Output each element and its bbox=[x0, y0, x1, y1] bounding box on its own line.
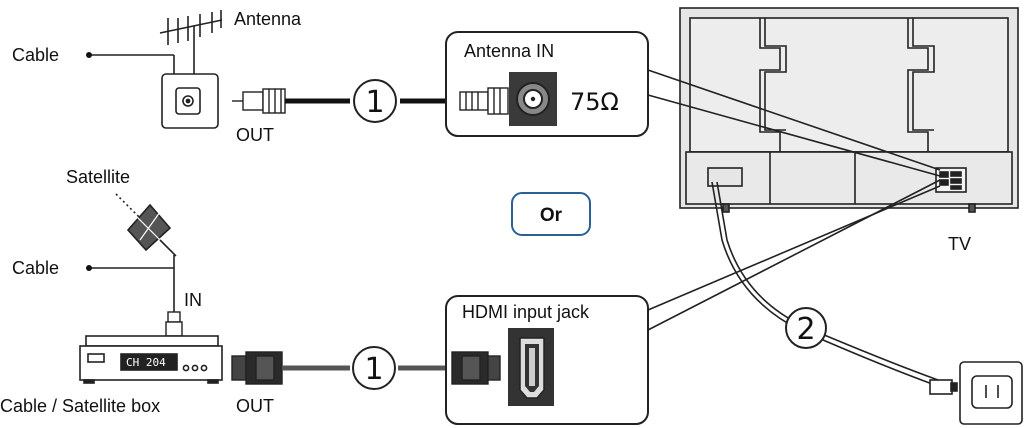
coax-connector-icon bbox=[232, 88, 286, 114]
wall-outlet-icon bbox=[959, 361, 1023, 425]
step-2-marker: 2 bbox=[785, 307, 827, 349]
coax-connector-icon bbox=[165, 311, 183, 337]
step-2-number: 2 bbox=[796, 312, 815, 347]
antenna-label: Antenna bbox=[234, 9, 302, 29]
antenna-in-jack-icon bbox=[509, 72, 557, 126]
in-label: IN bbox=[184, 290, 202, 310]
satellite-dish-icon bbox=[115, 193, 177, 257]
or-label: Or bbox=[540, 205, 563, 226]
box-label: Cable / Satellite box bbox=[0, 396, 160, 416]
step-1-marker-bottom: 1 bbox=[352, 346, 396, 390]
box-display-text: CH 204 bbox=[126, 356, 166, 369]
power-plug-icon bbox=[929, 379, 958, 395]
antenna-in-label: Antenna IN bbox=[464, 41, 554, 61]
tv-label: TV bbox=[948, 234, 971, 254]
step-1-number-bottom: 1 bbox=[364, 352, 383, 387]
step-1-number-top: 1 bbox=[365, 85, 384, 120]
hdmi-port-icon bbox=[508, 328, 554, 406]
callout-leaders bbox=[647, 69, 941, 331]
hdmi-label: HDMI input jack bbox=[462, 302, 590, 322]
hdmi-connector-icon bbox=[231, 351, 283, 385]
coax-connector-icon bbox=[459, 87, 509, 115]
hdmi-connector-icon bbox=[451, 351, 501, 385]
out-label-bottom: OUT bbox=[236, 396, 274, 416]
impedance-label: 75Ω bbox=[570, 88, 619, 116]
antenna-icon bbox=[159, 10, 223, 74]
or-badge: Or bbox=[511, 192, 591, 236]
satellite-label: Satellite bbox=[66, 167, 130, 187]
step-1-marker-top: 1 bbox=[353, 79, 397, 123]
antenna-wall-outlet-icon bbox=[161, 73, 219, 129]
cable-label-top: Cable bbox=[12, 45, 59, 65]
power-cord bbox=[711, 181, 939, 386]
cable-label-bottom: Cable bbox=[12, 258, 59, 278]
set-top-box-icon bbox=[79, 335, 223, 384]
out-label-top: OUT bbox=[236, 125, 274, 145]
tv-rear-icon bbox=[679, 7, 1019, 213]
antenna-in-callout: Antenna IN 75Ω bbox=[445, 31, 649, 137]
hdmi-callout: HDMI input jack bbox=[445, 295, 649, 425]
